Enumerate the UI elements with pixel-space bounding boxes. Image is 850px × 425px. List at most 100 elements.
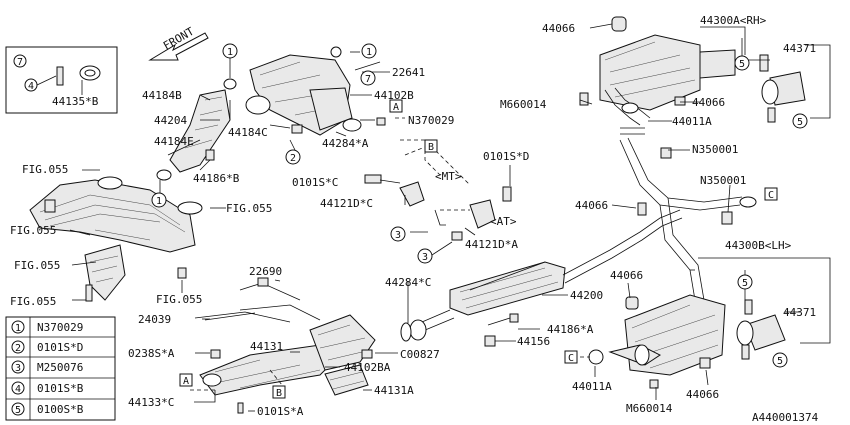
label-44184E: 44184E (154, 135, 194, 148)
diagram-id: A440001374 (752, 411, 819, 424)
label-44371-rh: 44371 (783, 42, 816, 55)
legend-num-4: 4 (15, 384, 21, 395)
label-44066-lh-top: 44066 (610, 269, 643, 282)
circle-3-a: 3 (395, 230, 401, 241)
label-FIG055-c: FIG.055 (10, 224, 56, 237)
label-44066-lh-bottom: 44066 (686, 388, 719, 401)
label-0101S-A: 0101S*A (257, 405, 304, 418)
nut-figB (177, 267, 187, 279)
nut-0238S (210, 349, 221, 359)
inset-part-label: 44135*B (52, 95, 99, 108)
label-MT: <MT> (435, 170, 462, 183)
circle-7: 7 (365, 74, 371, 85)
legend-num-2: 2 (15, 343, 21, 354)
label-44133C: 44133*C (128, 396, 174, 409)
boxed-refs: A B C A B C (179, 99, 778, 399)
legend-num-1: 1 (15, 323, 21, 334)
part-labels: 44066 44300A<RH> 44371 M660014 44066 440… (10, 14, 816, 418)
label-FIG055-d: FIG.055 (14, 259, 60, 272)
label-AT: <AT> (490, 215, 517, 228)
nut-N370029 (376, 117, 386, 126)
label-44131: 44131 (250, 340, 283, 353)
label-22641: 22641 (392, 66, 425, 79)
legend-code-5: 0100S*B (37, 403, 84, 416)
box-C-lower: C (568, 353, 574, 364)
circled-callouts: 1 1 7 2 1 3 3 5 5 5 5 (151, 43, 808, 368)
legend-code-3: M250076 (37, 361, 83, 374)
legend-num-3: 3 (15, 363, 21, 374)
mt-at-brackets (364, 144, 512, 241)
label-N370029: N370029 (408, 114, 454, 127)
o2-sensor-wire-2 (194, 311, 291, 323)
label-FIG055-a: FIG.055 (22, 163, 68, 176)
label-24039: 24039 (138, 313, 171, 326)
label-44300B-LH: 44300B<LH> (725, 239, 792, 252)
legend-code-1: N370029 (37, 321, 83, 334)
label-44204: 44204 (154, 114, 187, 127)
gasket-44284C (400, 322, 412, 342)
label-44066-rh-top: 44066 (542, 22, 575, 35)
circle-2: 2 (290, 153, 296, 164)
rear-muffler-rh-44300A (579, 16, 806, 135)
circle-1-c: 1 (156, 196, 162, 207)
o2-sensor-22690 (257, 277, 269, 287)
label-44284A: 44284*A (322, 137, 369, 150)
exhaust-manifold (29, 176, 203, 253)
label-FIG055-f: FIG.055 (156, 293, 202, 306)
label-44066-rh-mid: 44066 (692, 96, 725, 109)
label-44184C: 44184C (228, 126, 268, 139)
bolt-manifold (44, 199, 56, 213)
rear-pipe-y (619, 137, 757, 341)
rear-muffler-lh-44300B (588, 294, 786, 389)
label-44102B: 44102B (374, 89, 414, 102)
label-M660014-lh: M660014 (626, 402, 673, 415)
box-A-upper: A (393, 102, 399, 113)
circle-1-a: 1 (227, 47, 233, 58)
circle-5-c: 5 (742, 278, 748, 289)
label-44184B: 44184B (142, 89, 182, 102)
circle-5-b: 5 (797, 117, 803, 128)
nut-C00827 (361, 349, 373, 359)
legend-code-4: 0101S*B (37, 382, 84, 395)
label-0238S-A: 0238S*A (128, 347, 175, 360)
bolt-0101S-A (237, 402, 244, 414)
circle-1-b: 1 (366, 47, 372, 58)
bolt-44186B (205, 149, 215, 161)
label-44131A: 44131A (374, 384, 414, 397)
label-FIG055-e: FIG.055 (10, 295, 56, 308)
label-FIG055-b: FIG.055 (226, 202, 272, 215)
inset-box: 7 4 44135*B (5, 46, 118, 114)
center-muffler-44200 (409, 209, 683, 347)
lower-heat-shield (84, 244, 126, 301)
box-A-lower: A (183, 376, 189, 387)
label-22690: 22690 (249, 265, 282, 278)
label-44300A-RH: 44300A<RH> (700, 14, 767, 27)
box-B-lower: B (276, 388, 282, 399)
box-B-upper: B (428, 142, 434, 153)
label-44011A-lh: 44011A (572, 380, 612, 393)
label-44186A: 44186*A (547, 323, 594, 336)
box-C-upper: C (768, 190, 774, 201)
legend-num-5: 5 (15, 405, 21, 416)
label-44156: 44156 (517, 335, 550, 348)
label-44284C: 44284*C (385, 276, 431, 289)
front-arrow: FRONT (148, 25, 209, 61)
circle-5-d: 5 (777, 356, 783, 367)
label-44200: 44200 (570, 289, 603, 302)
label-44066-center: 44066 (575, 199, 608, 212)
leader-lines (69, 23, 831, 412)
inset-num4: 4 (28, 81, 34, 92)
label-44102BA: 44102BA (344, 361, 391, 374)
bolt-44184C (291, 124, 303, 134)
bolt-figA (85, 284, 93, 302)
label-0101S-C: 0101S*C (292, 176, 338, 189)
label-44011A-rh: 44011A (672, 115, 712, 128)
legend-code-2: 0101S*D (37, 341, 83, 354)
catalytic-heat-shield-upper (245, 46, 381, 136)
label-44371-lh: 44371 (783, 306, 816, 319)
front-pipe-lower (199, 304, 376, 396)
label-C00827: C00827 (400, 348, 440, 361)
circle-5-a: 5 (739, 59, 745, 70)
inset-num7: 7 (17, 57, 23, 68)
